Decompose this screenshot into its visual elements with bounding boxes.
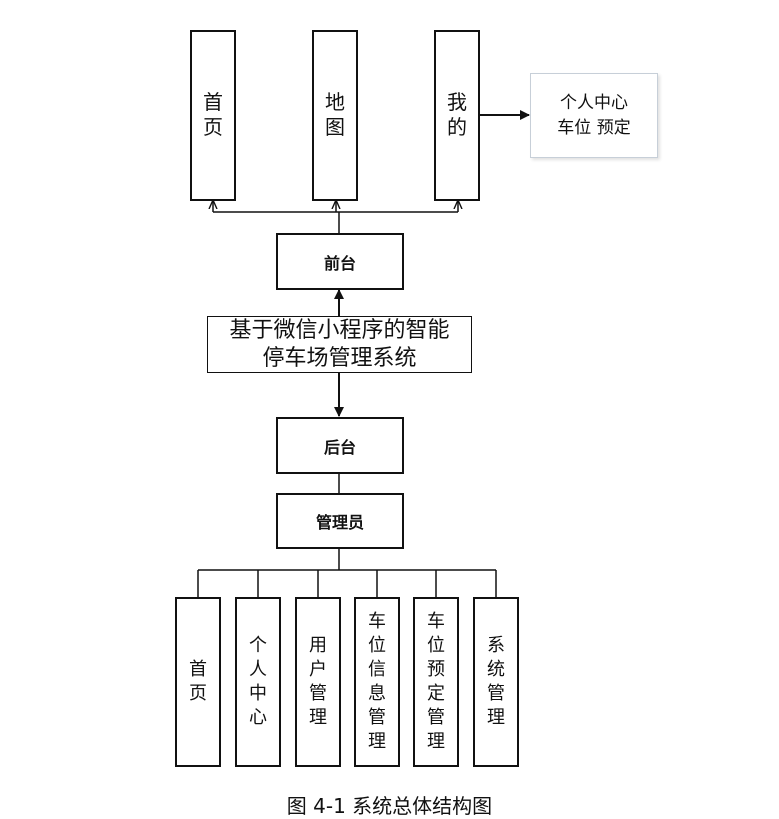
- vertical-char: 个: [249, 635, 267, 656]
- admin-module-parking-space-booking-management: 车位预定管理: [413, 597, 459, 767]
- frontend-module-map-label: 地图: [325, 90, 345, 140]
- vertical-char: 预: [427, 659, 445, 680]
- vertical-char: 管: [487, 683, 505, 704]
- frontend-label: 前台: [323, 253, 356, 273]
- vertical-char: 心: [249, 707, 267, 728]
- figure-caption: 图 4-1 系统总体结构图: [286, 794, 493, 818]
- admin-module-system-management: 系统管理: [473, 597, 519, 767]
- vertical-char: 管: [427, 707, 445, 728]
- connector-lines: [197, 110, 530, 597]
- admin-module-user-management: 用户管理: [295, 597, 341, 767]
- vertical-char: 位: [427, 635, 445, 656]
- vertical-char: 图: [325, 115, 345, 139]
- admin-module-system-management-label: 系统管理: [487, 634, 505, 730]
- system-title-line-1: 基于微信小程序的智能: [229, 317, 450, 343]
- admin-module-parking-space-info-management: 车位信息管理: [354, 597, 400, 767]
- vertical-char: 中: [249, 683, 267, 704]
- system-title-line-2: 停车场管理系统: [262, 345, 417, 371]
- vertical-char: 位: [368, 635, 386, 656]
- vertical-char: 管: [368, 707, 386, 728]
- mine-submodules-box: 个人中心 车位 预定: [530, 73, 658, 158]
- admin-module-parking-space-booking-management-label: 车位预定管理: [427, 610, 445, 754]
- admin-box: 管理员: [276, 493, 404, 549]
- vertical-char: 理: [487, 707, 505, 728]
- vertical-char: 定: [427, 683, 445, 704]
- frontend-module-home-label: 首页: [203, 90, 223, 140]
- vertical-char: 我: [447, 90, 467, 114]
- admin-module-home: 首页: [175, 597, 221, 767]
- admin-module-parking-space-info-management-label: 车位信息管理: [368, 610, 386, 754]
- vertical-char: 理: [427, 731, 445, 752]
- mine-submodule-line-1: 个人中心: [560, 92, 628, 113]
- vertical-char: 页: [203, 115, 223, 139]
- frontend-box: 前台: [276, 233, 404, 290]
- frontend-module-home: 首页: [190, 30, 236, 201]
- admin-label: 管理员: [315, 513, 364, 532]
- vertical-char: 户: [309, 659, 327, 680]
- vertical-char: 地: [325, 90, 345, 114]
- vertical-char: 信: [368, 659, 386, 680]
- vertical-char: 首: [203, 90, 223, 114]
- vertical-char: 理: [368, 731, 386, 752]
- admin-module-personal-center-label: 个人中心: [249, 634, 267, 730]
- frontend-module-mine-label: 我的: [447, 90, 467, 140]
- mine-submodule-line-2: 车位 预定: [557, 117, 631, 138]
- vertical-char: 统: [487, 659, 505, 680]
- vertical-char: 人: [249, 659, 267, 680]
- frontend-module-map: 地图: [312, 30, 358, 201]
- system-title-box: 基于微信小程序的智能 停车场管理系统: [207, 316, 472, 373]
- backend-label: 后台: [323, 437, 356, 457]
- vertical-char: 用: [309, 635, 327, 656]
- admin-module-home-label: 首页: [189, 658, 207, 706]
- admin-module-personal-center: 个人中心: [235, 597, 281, 767]
- vertical-char: 系: [487, 635, 505, 656]
- vertical-char: 息: [368, 683, 386, 704]
- vertical-char: 的: [447, 115, 467, 139]
- vertical-char: 首: [189, 659, 207, 680]
- vertical-char: 理: [309, 707, 327, 728]
- frontend-module-mine: 我的: [434, 30, 480, 201]
- vertical-char: 车: [427, 611, 445, 632]
- vertical-char: 管: [309, 683, 327, 704]
- vertical-char: 车: [368, 611, 386, 632]
- vertical-char: 页: [189, 683, 207, 704]
- admin-module-user-management-label: 用户管理: [309, 634, 327, 730]
- backend-box: 后台: [276, 417, 404, 474]
